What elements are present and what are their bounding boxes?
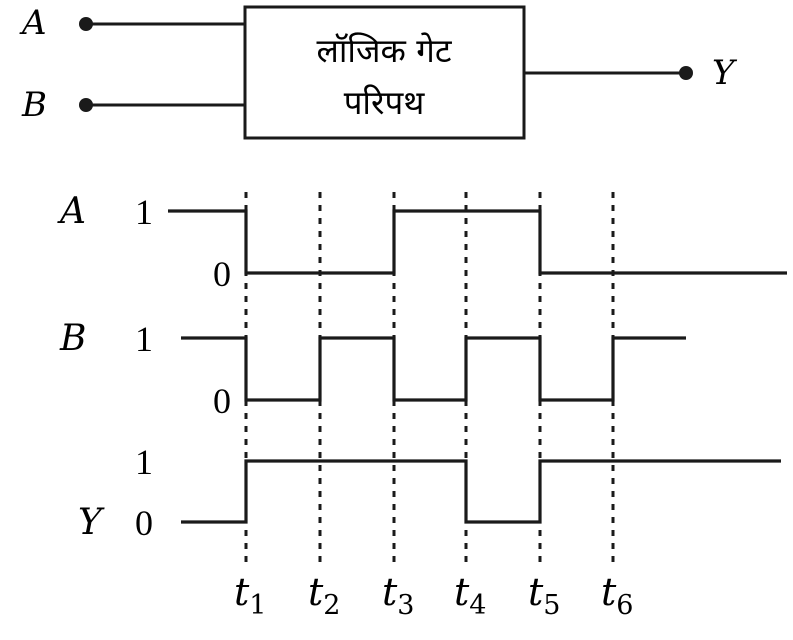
time-markers xyxy=(244,192,615,565)
gate-box-line2: परिपथ xyxy=(344,83,426,122)
signal-name-a: A xyxy=(57,191,86,232)
time-label-t3: t3 xyxy=(382,570,414,621)
time-label-t6: t6 xyxy=(601,570,633,621)
output-terminal xyxy=(679,66,693,80)
circuit-block: A B लॉजिक गेट परिपथ Y xyxy=(19,3,738,140)
waveform-b xyxy=(181,336,686,402)
waveforms xyxy=(168,209,787,524)
waveform-y xyxy=(181,459,781,524)
signal-name-b: B xyxy=(59,318,86,359)
level-0-label-a: 0 xyxy=(213,254,231,294)
level-0-label-y: 0 xyxy=(135,503,153,543)
input-b-label: B xyxy=(21,85,47,125)
time-label-t1: t1 xyxy=(234,570,266,621)
output-y-label: Y xyxy=(712,53,738,93)
waveform-labels: 1 0 1 0 1 0 A B Y xyxy=(57,191,231,543)
level-0-label-b: 0 xyxy=(213,381,231,421)
waveform-a xyxy=(168,209,787,275)
input-a-label: A xyxy=(19,3,47,43)
time-label-t4: t4 xyxy=(454,570,486,621)
signal-name-y: Y xyxy=(78,502,105,543)
level-1-label-a: 1 xyxy=(135,192,153,232)
logic-gate-box xyxy=(243,5,526,140)
time-label-t5: t5 xyxy=(528,570,560,621)
time-labels: t1 t2 t3 t4 t5 t6 xyxy=(234,570,633,621)
gate-box-line1: लॉजिक गेट xyxy=(317,31,453,70)
level-1-label-y: 1 xyxy=(135,442,153,482)
level-1-label-b: 1 xyxy=(135,319,153,359)
time-label-t2: t2 xyxy=(308,570,340,621)
